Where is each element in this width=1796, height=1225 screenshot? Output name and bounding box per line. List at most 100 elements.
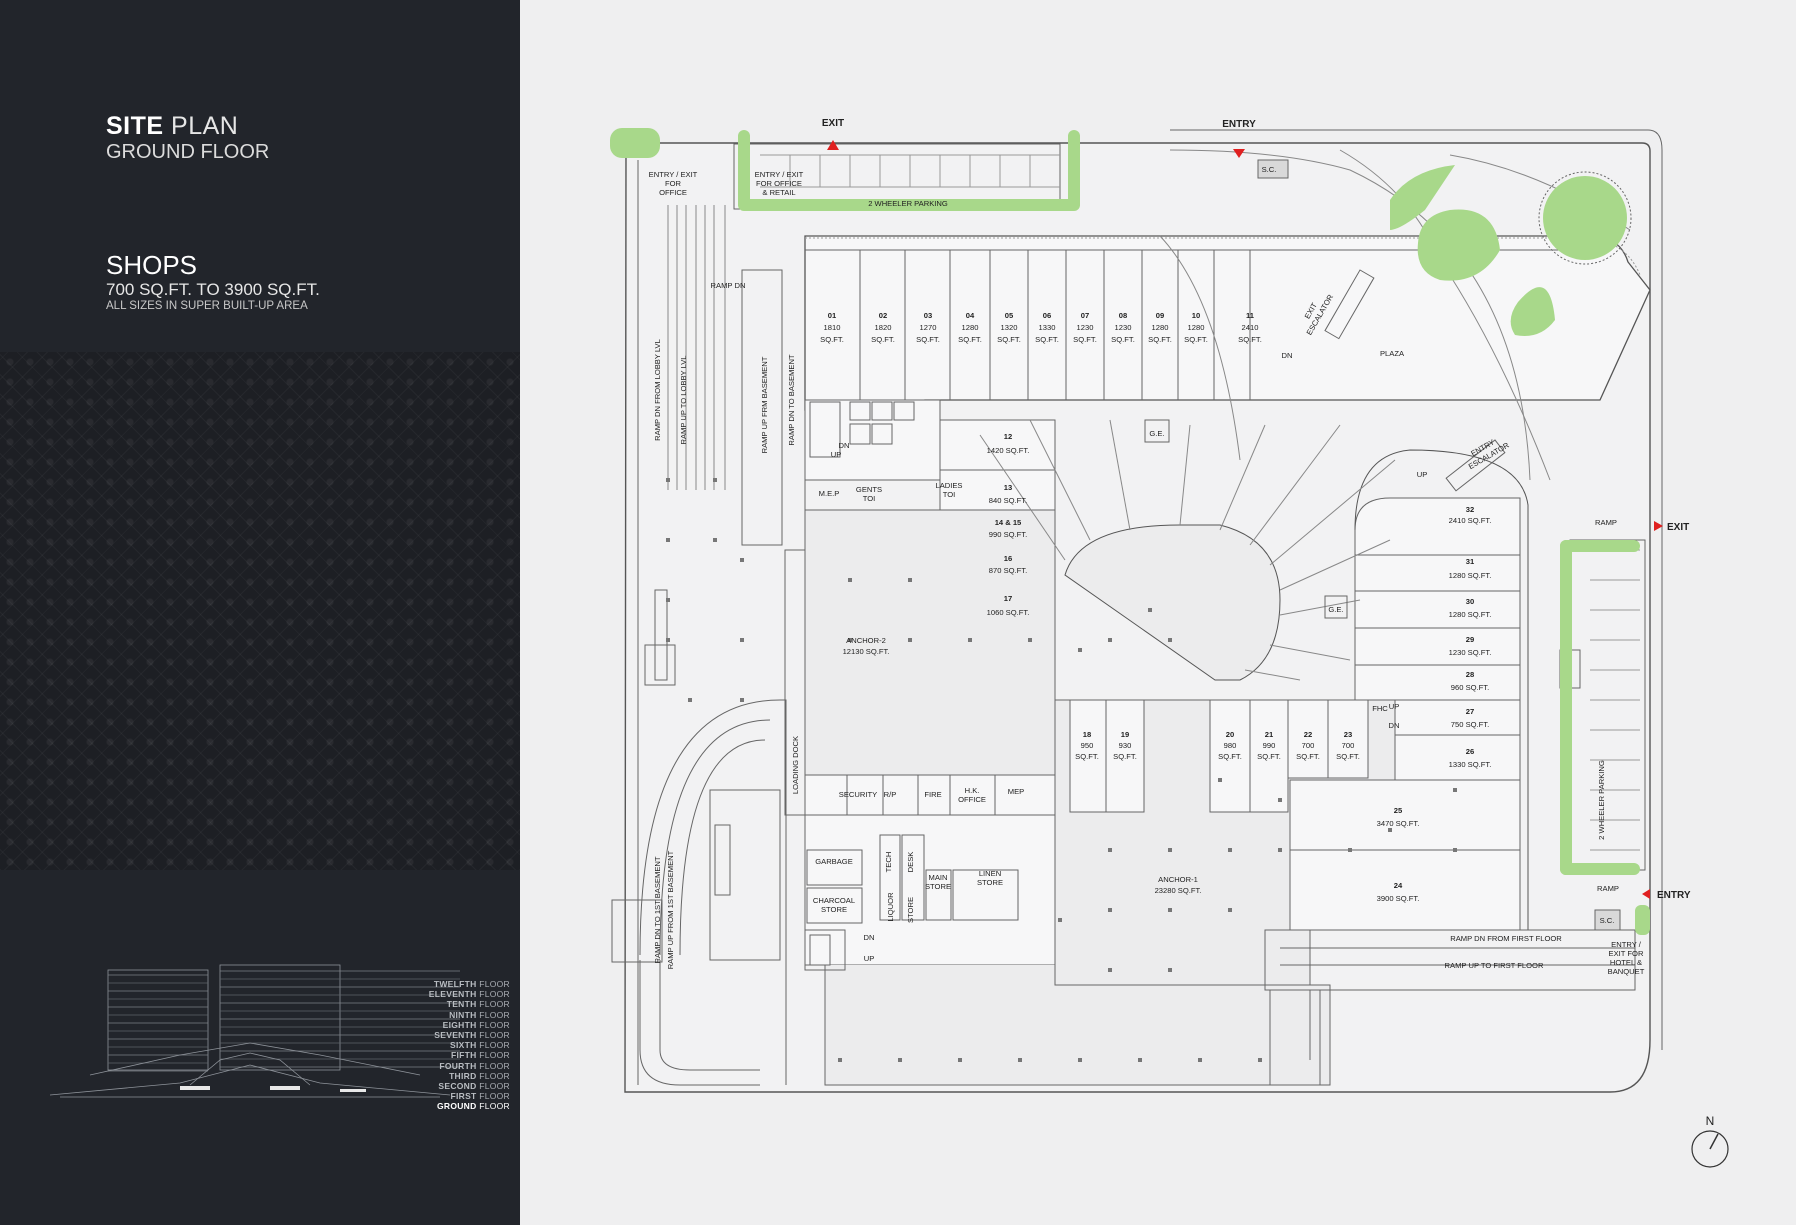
hk-office-label: OFFICE — [958, 795, 986, 804]
shop-10-number: 10 — [1192, 311, 1200, 320]
floor-item-ground: GROUND FLOOR — [436, 1101, 510, 1112]
ramp-up-1st-basement-label: RAMP UP FROM 1ST BASEMENT — [666, 850, 675, 969]
up-label-service: UP — [864, 954, 875, 963]
shop-11-number: 11 — [1246, 311, 1255, 320]
shop-19-unit: SQ.FT. — [1113, 752, 1137, 761]
plaza-label: PLAZA — [1380, 349, 1405, 358]
ramp-up-first-floor-label: RAMP UP TO FIRST FLOOR — [1445, 961, 1544, 970]
anchor-1-name: ANCHOR-1 — [1158, 875, 1198, 884]
shop-12-area: 1420 SQ.FT. — [987, 446, 1030, 455]
shop-30-area: 1280 SQ.FT. — [1449, 610, 1492, 619]
entry-exit-office-label: OFFICE — [659, 188, 687, 197]
mep-label-2: MEP — [1008, 787, 1024, 796]
dn-label-right: DN — [1389, 721, 1400, 730]
shop-30-number: 30 — [1466, 597, 1474, 606]
floor-subtitle: GROUND FLOOR — [106, 141, 270, 163]
site-plan: 011810SQ.FT.021820SQ.FT.031270SQ.FT.0412… — [610, 118, 1729, 1168]
linen-store-label: LINEN — [979, 869, 1001, 878]
shop-29-area: 1230 SQ.FT. — [1449, 648, 1492, 657]
entry-marker-top: ENTRY — [1222, 119, 1256, 130]
shop-17-number: 17 — [1004, 594, 1012, 603]
shop-32-number: 32 — [1466, 505, 1474, 514]
shop-22-number: 22 — [1304, 730, 1312, 739]
anchor-2-area: 12130 SQ.FT. — [843, 647, 890, 656]
charcoal-store-label: CHARCOAL — [813, 896, 855, 905]
shop-26-area: 1330 SQ.FT. — [1449, 760, 1492, 769]
security-label: SECURITY — [839, 790, 877, 799]
shop-13-number: 13 — [1004, 483, 1012, 492]
shop-20-number: 20 — [1226, 730, 1234, 739]
ramp-label-exit: RAMP — [1595, 518, 1617, 527]
shop-22-area: 700 — [1302, 741, 1315, 750]
shop-24-number: 24 — [1394, 881, 1403, 890]
rp-label: R/P — [884, 790, 897, 799]
sc-bottom-label: S.C. — [1600, 916, 1615, 925]
ge-label-top: G.E. — [1149, 429, 1164, 438]
two-wheeler-parking-right-label: 2 WHEELER PARKING — [1597, 760, 1606, 840]
liquor-label: LIQUOR — [886, 892, 895, 922]
entry-arrow-top — [1233, 149, 1245, 158]
ramp-label-entry: RAMP — [1597, 884, 1619, 893]
shop-04-unit: SQ.FT. — [958, 335, 982, 344]
shop-1415-number: 14 & 15 — [995, 518, 1022, 527]
shop-05-number: 05 — [1005, 311, 1014, 320]
floor-item-ninth: NINTH FLOOR — [449, 1009, 510, 1020]
shop-07-unit: SQ.FT. — [1073, 335, 1097, 344]
shop-25-area: 3470 SQ.FT. — [1377, 819, 1420, 828]
two-wheeler-parking-top-label: 2 WHEELER PARKING — [868, 199, 948, 208]
sc-top-label: S.C. — [1262, 165, 1277, 174]
entry-exit-hotel-label: HOTEL & — [1610, 958, 1642, 967]
gents-toi-label: TOI — [863, 494, 876, 503]
shop-05-unit: SQ.FT. — [997, 335, 1021, 344]
gents-toi-label: GENTS — [856, 485, 882, 494]
shop-07-area: 1230 — [1077, 323, 1094, 332]
shop-09-area: 1280 — [1152, 323, 1169, 332]
shop-24-area: 3900 SQ.FT. — [1377, 894, 1420, 903]
entry-exit-retail-label: ENTRY / EXIT — [755, 170, 804, 179]
shop-01-number: 01 — [828, 311, 837, 320]
shop-05-area: 1320 — [1001, 323, 1018, 332]
entry-marker-right: ENTRY — [1657, 890, 1691, 901]
floor-item-eighth: EIGHTH FLOOR — [442, 1019, 510, 1030]
floor-item-eleventh: ELEVENTH FLOOR — [428, 989, 510, 1000]
mep-label: M.E.P — [819, 489, 840, 498]
ramp-up-basement-label: RAMP UP FRM BASEMENT — [760, 356, 769, 453]
shop-31-area: 1280 SQ.FT. — [1449, 571, 1492, 580]
anchor-1-area: 23280 SQ.FT. — [1155, 886, 1202, 895]
ladies-toi-label: TOI — [943, 490, 956, 499]
shop-06-number: 06 — [1043, 311, 1051, 320]
ramp-dn-first-floor-label: RAMP DN FROM FIRST FLOOR — [1450, 934, 1562, 943]
building-elevation-icon — [49, 964, 460, 1098]
floor-item-tenth: TENTH FLOOR — [446, 999, 510, 1010]
shops-heading: SHOPS — [106, 250, 198, 280]
entry-exit-office-label: FOR — [665, 179, 682, 188]
shop-26-number: 26 — [1466, 747, 1474, 756]
shop-25-number: 25 — [1394, 806, 1403, 815]
shop-28-number: 28 — [1466, 670, 1474, 679]
shop-17-area: 1060 SQ.FT. — [987, 608, 1030, 617]
shop-02-unit: SQ.FT. — [871, 335, 895, 344]
shop-18-number: 18 — [1083, 730, 1091, 739]
up-label-escalator: UP — [1417, 470, 1428, 479]
charcoal-store-label: STORE — [821, 905, 847, 914]
ramp-up-lobby-label: RAMP UP TO LOBBY LVL — [679, 355, 688, 444]
ramp-dn-lobby-label: RAMP DN FROM LOBBY LVL — [653, 339, 662, 441]
shop-21-area: 990 — [1263, 741, 1276, 750]
entry-exit-hotel-label: ENTRY / — [1611, 940, 1642, 949]
shops-note: ALL SIZES IN SUPER BUILT-UP AREA — [106, 300, 308, 312]
planter-green — [610, 128, 660, 158]
shop-16-number: 16 — [1004, 554, 1012, 563]
exit-arrow-top — [827, 140, 839, 150]
shop-07-number: 07 — [1081, 311, 1089, 320]
shop-02-area: 1820 — [875, 323, 892, 332]
shop-20-unit: SQ.FT. — [1218, 752, 1242, 761]
exit-marker-right: EXIT — [1667, 522, 1689, 533]
ramp-dn-1st-basement-label: RAMP DN TO 1ST BASEMENT — [653, 856, 662, 963]
entry-exit-hotel-label: BANQUET — [1608, 967, 1645, 976]
shop-03-unit: SQ.FT. — [916, 335, 940, 344]
store-label: STORE — [906, 897, 915, 923]
desk-label: DESK — [906, 852, 915, 873]
anchor-2-name: ANCHOR-2 — [846, 636, 886, 645]
floor-item-third: THIRD FLOOR — [449, 1070, 510, 1081]
